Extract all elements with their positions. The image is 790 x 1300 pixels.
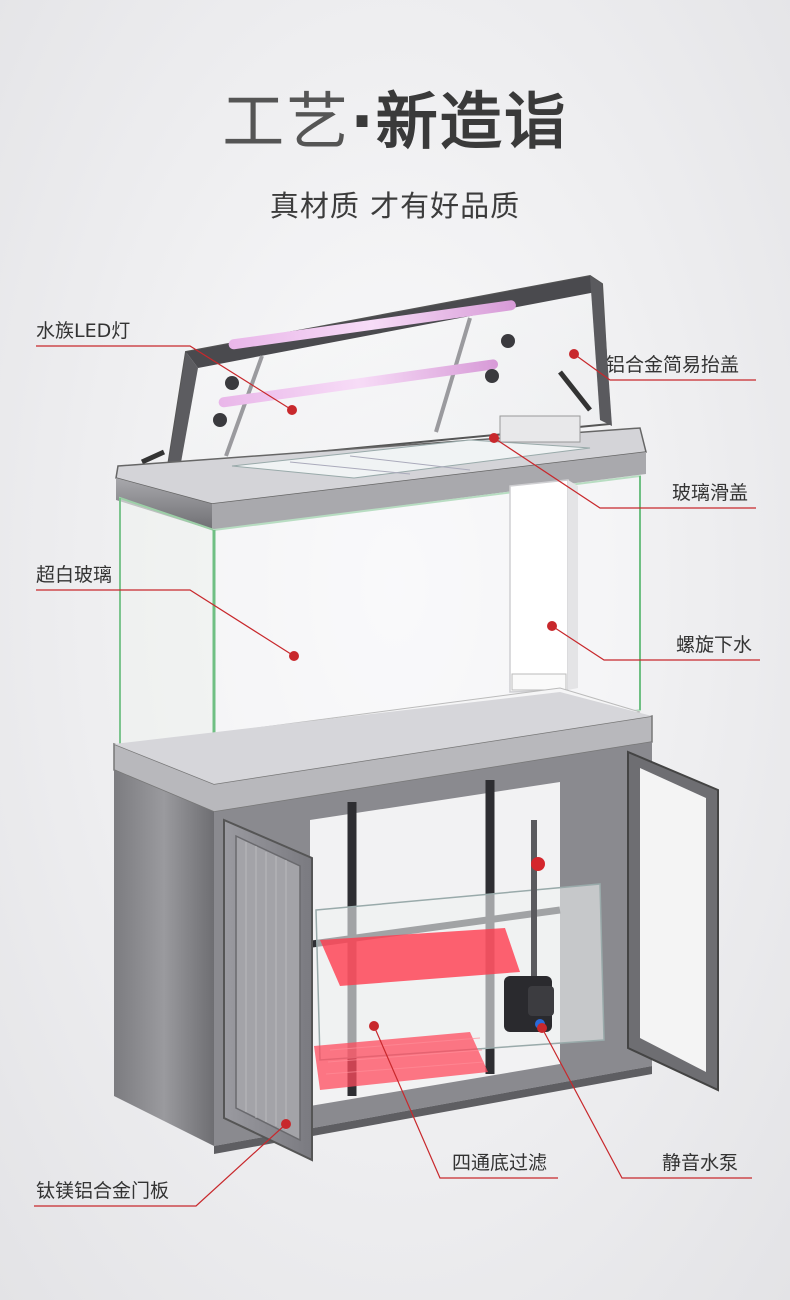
callout-lines — [34, 345, 760, 1207]
title-bold: 新造诣 — [375, 85, 568, 158]
callout-spiral-drain: 螺旋下水 — [676, 634, 753, 656]
title-light: 工艺 — [222, 85, 351, 158]
callout-dots — [281, 349, 579, 1129]
water-pump — [504, 820, 554, 1032]
callout-door-panel: 钛镁铝合金门板 — [36, 1180, 170, 1202]
callout-silent-pump: 静音水泵 — [662, 1152, 739, 1174]
left-door — [223, 818, 313, 1162]
callout-bottom-filter: 四通底过滤 — [452, 1152, 548, 1174]
spiral-drain-column — [509, 479, 578, 693]
page-subtitle: 真材质 才有好品质 — [269, 189, 521, 223]
page-title: 工艺·新造诣 — [0, 82, 790, 162]
tank-top-rim — [115, 415, 647, 530]
callout-alloy-lid: 铝合金简易抬盖 — [606, 354, 740, 376]
callout-glass-slide-cover: 玻璃滑盖 — [672, 482, 749, 504]
led-tube-bottom — [213, 359, 499, 427]
callout-led-light: 水族LED灯 — [36, 320, 131, 342]
cabinet — [113, 692, 719, 1162]
led-tube-top — [225, 300, 516, 390]
callout-ultra-white-glass: 超白玻璃 — [36, 564, 113, 586]
right-door — [627, 750, 719, 1092]
title-dot: · — [350, 85, 376, 158]
